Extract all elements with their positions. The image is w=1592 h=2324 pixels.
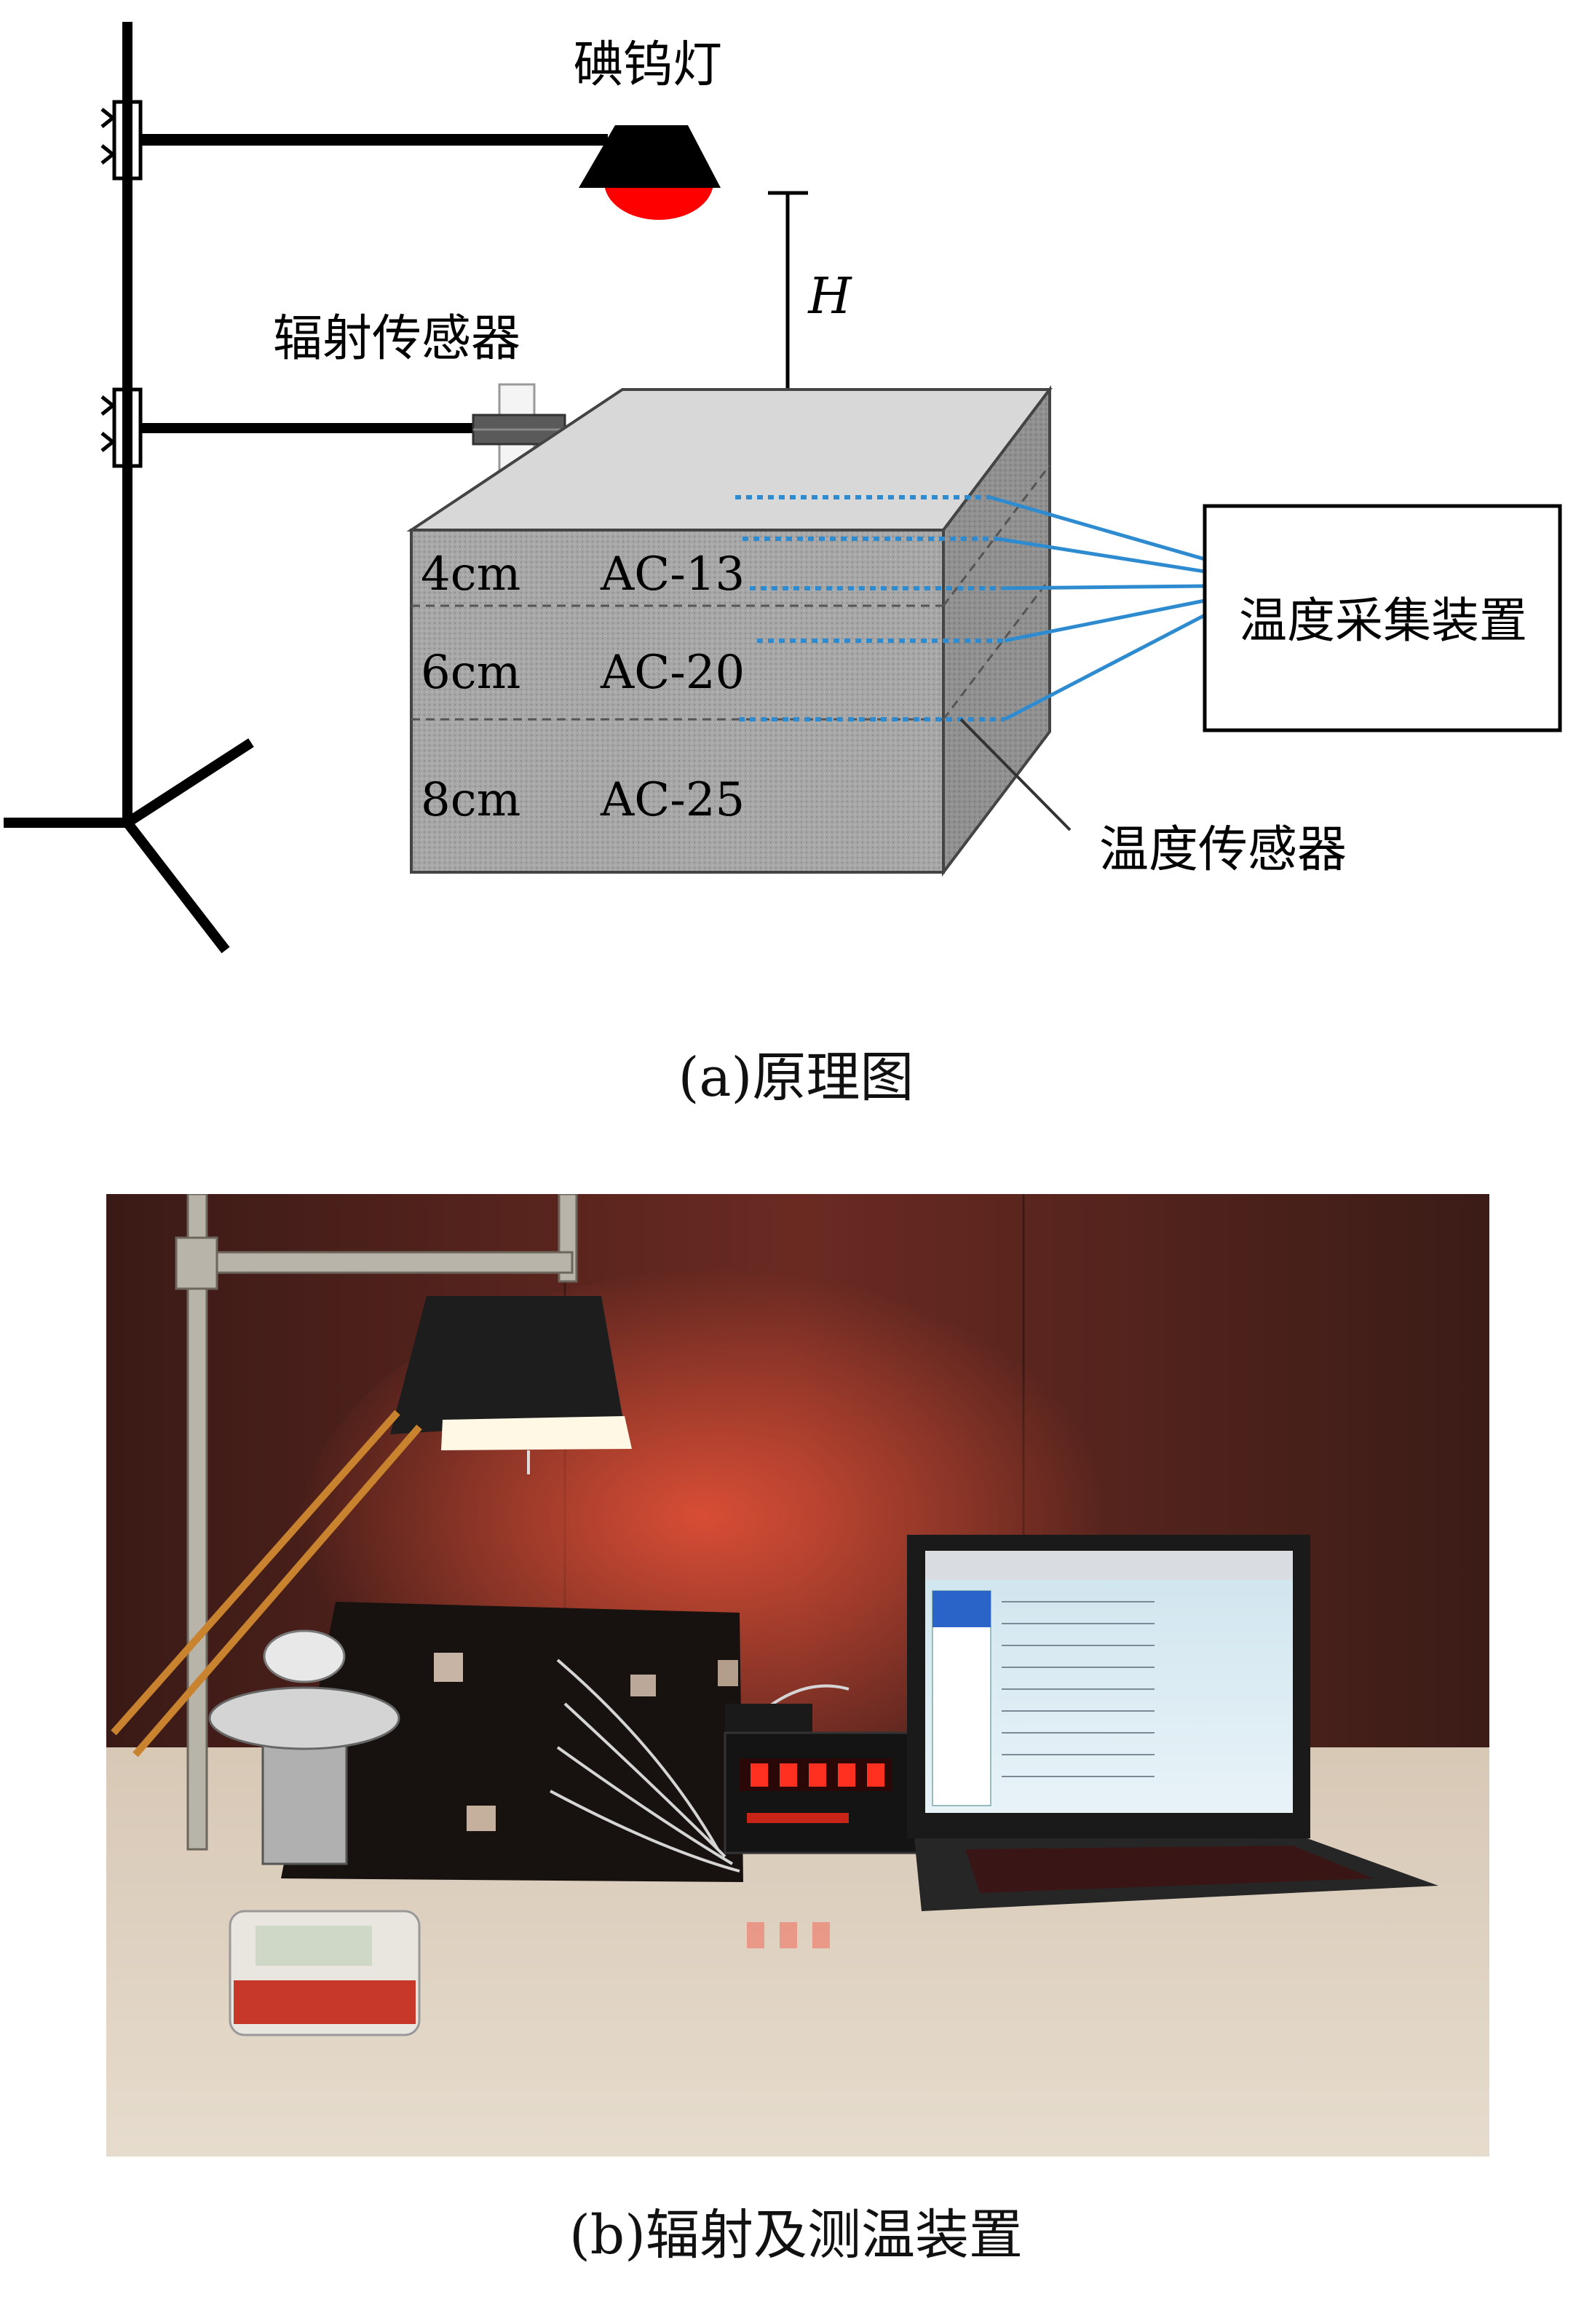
stand [4, 22, 608, 954]
photo-pyranometer [208, 1629, 400, 1865]
radiation-sensor-label: 辐射传感器 [273, 310, 520, 368]
layer-3-thickness: 8cm [421, 773, 520, 827]
photo-stand [175, 1194, 578, 1851]
layer-1-material: AC-13 [600, 548, 745, 601]
layer-2-thickness: 6cm [421, 646, 520, 700]
apparatus-photo [106, 1194, 1489, 2157]
temperature-sensor-wires [735, 495, 1206, 722]
layer-1-thickness: 4cm [421, 548, 520, 601]
specimen-block [406, 385, 1053, 877]
caption-a: (a)原理图 [678, 1046, 914, 1109]
layer-2-material: AC-20 [600, 646, 745, 700]
photo-laptop [907, 1535, 1438, 1911]
temp-sensor-leader [959, 718, 1072, 831]
photo-asphalt-block [281, 1602, 743, 1882]
photo-lamp [390, 1296, 632, 1474]
radiation-sensor [472, 383, 566, 476]
caption-b: (b)辐射及测温装置 [569, 2204, 1023, 2266]
iodine-tungsten-lamp [579, 125, 721, 220]
temp-sensor-label: 温度传感器 [1099, 821, 1347, 879]
lamp-cables [111, 1410, 422, 1758]
temperature-collector-box [1203, 504, 1562, 732]
lamp-label: 碘钨灯 [574, 36, 722, 94]
layer-3-material: AC-25 [600, 773, 745, 827]
height-label: H [807, 268, 852, 325]
schematic-diagram: 碘钨灯 辐射传感器 H 4cm AC-13 6cm AC-20 8cm AC-2… [4, 22, 1562, 954]
collector-label: 温度采集装置 [1239, 593, 1527, 649]
photo-irradiance-meter [229, 1910, 421, 2036]
recorder-reflection [747, 1922, 830, 1948]
